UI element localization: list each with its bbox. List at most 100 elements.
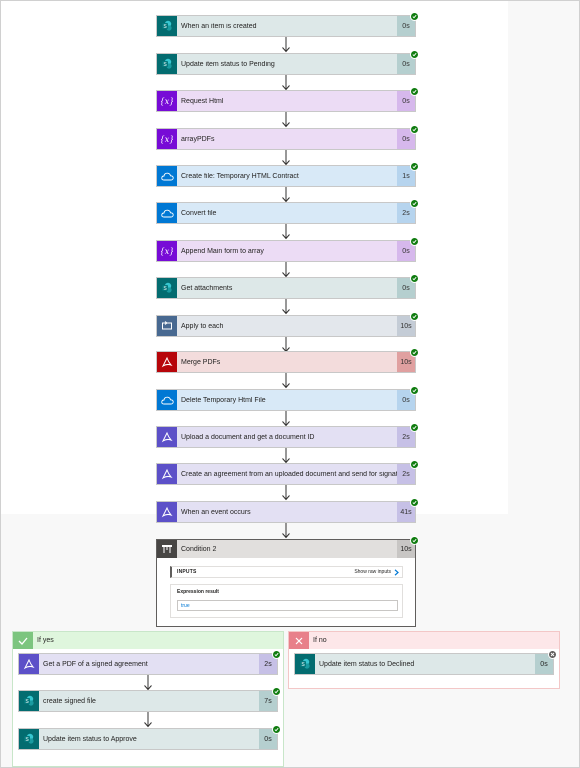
step-duration: 0s xyxy=(397,129,415,149)
step-when-event-occurs[interactable]: When an event occurs 41s xyxy=(156,498,419,523)
expression-result-value: true xyxy=(177,600,398,611)
step-duration: 41s xyxy=(397,502,415,522)
step-label: Get attachments xyxy=(181,284,233,292)
success-check-icon xyxy=(410,237,419,246)
svg-text:S: S xyxy=(163,62,167,68)
show-raw-inputs-label: Show raw inputs xyxy=(354,569,391,575)
step-duration: 10s xyxy=(397,316,415,336)
onedrive-icon xyxy=(157,203,177,223)
connector-arrow-icon xyxy=(282,523,290,539)
step-update-item-declined[interactable]: S Update item status to Declined 0s xyxy=(294,650,557,675)
success-check-icon xyxy=(410,87,419,96)
step-create-signed-file[interactable]: S create signed file 7s xyxy=(18,687,281,712)
loop-icon xyxy=(157,316,177,336)
step-label: Update item status to Approve xyxy=(43,735,137,743)
step-apply-to-each[interactable]: Apply to each 10s xyxy=(156,312,419,337)
step-create-file-temp-html[interactable]: Create file: Temporary HTML Contract 1s xyxy=(156,162,419,187)
success-check-icon xyxy=(410,50,419,59)
success-check-icon xyxy=(410,12,419,21)
skipped-icon xyxy=(548,650,557,659)
inputs-label: INPUTS xyxy=(177,569,197,575)
success-check-icon xyxy=(410,199,419,208)
step-delete-temp-html[interactable]: Delete Temporary Html File 0s xyxy=(156,386,419,411)
step-arraypdfs[interactable]: {x} arrayPDFs 0s xyxy=(156,125,419,150)
step-duration: 2s xyxy=(397,203,415,223)
branch-no-label: If no xyxy=(313,637,327,644)
step-duration: 0s xyxy=(259,729,277,749)
step-append-main-form[interactable]: {x} Append Main form to array 0s xyxy=(156,237,419,262)
svg-text:S: S xyxy=(301,662,305,668)
success-check-icon xyxy=(410,348,419,357)
step-label: Create an agreement from an uploaded doc… xyxy=(181,470,397,478)
step-label: Get a PDF of a signed agreement xyxy=(43,660,148,668)
step-convert-file[interactable]: Convert file 2s xyxy=(156,199,419,224)
branch-no-header[interactable]: If no xyxy=(289,632,559,649)
success-check-icon xyxy=(410,536,419,545)
step-label: Update item status to Pending xyxy=(181,60,275,68)
close-icon xyxy=(289,632,309,649)
step-update-item-approve[interactable]: S Update item status to Approve 0s xyxy=(18,725,281,750)
connector-arrow-icon xyxy=(282,485,290,501)
adobe-pdf-icon xyxy=(157,352,177,372)
connector-arrow-icon xyxy=(282,187,290,203)
step-duration: 0s xyxy=(397,16,415,36)
condition-header[interactable]: Condition 2 10s xyxy=(157,536,419,558)
connector-arrow-icon xyxy=(282,75,290,91)
step-create-agreement[interactable]: Create an agreement from an uploaded doc… xyxy=(156,460,419,485)
step-duration: 0s xyxy=(535,654,553,674)
inputs-section[interactable]: INPUTS Show raw inputs xyxy=(170,566,403,578)
connector-arrow-icon xyxy=(282,37,290,53)
adobe-sign-icon xyxy=(19,654,39,674)
step-duration: 2s xyxy=(397,464,415,484)
onedrive-icon xyxy=(157,390,177,410)
branch-yes-header[interactable]: If yes xyxy=(13,632,283,649)
success-check-icon xyxy=(410,312,419,321)
step-update-item-pending[interactable]: S Update item status to Pending 0s xyxy=(156,50,419,75)
step-duration: 0s xyxy=(397,241,415,261)
connector-arrow-icon xyxy=(282,262,290,278)
success-check-icon xyxy=(410,423,419,432)
show-raw-inputs-link[interactable]: Show raw inputs xyxy=(354,568,402,576)
step-duration: 2s xyxy=(259,654,277,674)
success-check-icon xyxy=(410,162,419,171)
condition-card[interactable]: Condition 2 10s INPUTS Show raw inputs E… xyxy=(156,536,419,627)
step-label: Upload a document and get a document ID xyxy=(181,433,315,441)
connector-arrow-icon xyxy=(282,299,290,315)
step-request-html[interactable]: {x} Request Html 0s xyxy=(156,87,419,112)
step-duration: 0s xyxy=(397,390,415,410)
adobe-sign-icon xyxy=(157,464,177,484)
connector-arrow-icon xyxy=(144,675,152,691)
chevron-right-icon xyxy=(394,568,399,576)
step-label: When an item is created xyxy=(181,22,257,30)
variable-icon: {x} xyxy=(157,241,177,261)
step-label: Apply to each xyxy=(181,322,224,330)
sharepoint-icon: S xyxy=(157,16,177,36)
adobe-sign-icon xyxy=(157,502,177,522)
success-check-icon xyxy=(272,687,281,696)
step-label: Convert file xyxy=(181,209,217,217)
success-check-icon xyxy=(410,274,419,283)
condition-duration: 10s xyxy=(397,540,415,558)
step-merge-pdfs[interactable]: Merge PDFs 10s xyxy=(156,348,419,373)
variable-icon: {x} xyxy=(157,129,177,149)
step-label: Delete Temporary Html File xyxy=(181,396,266,404)
step-get-attachments[interactable]: S Get attachments 0s xyxy=(156,274,419,299)
step-duration: 7s xyxy=(259,691,277,711)
connector-arrow-icon xyxy=(282,150,290,166)
success-check-icon xyxy=(410,386,419,395)
condition-icon xyxy=(157,540,177,558)
svg-text:{x}: {x} xyxy=(161,97,173,106)
connector-arrow-icon xyxy=(282,411,290,427)
step-label: Request Html xyxy=(181,97,224,105)
variable-icon: {x} xyxy=(157,91,177,111)
step-upload-document[interactable]: Upload a document and get a document ID … xyxy=(156,423,419,448)
step-get-signed-pdf[interactable]: Get a PDF of a signed agreement 2s xyxy=(18,650,281,675)
step-label: Update item status to Declined xyxy=(319,660,415,668)
step-label: Create file: Temporary HTML Contract xyxy=(181,172,299,180)
svg-text:S: S xyxy=(163,24,167,30)
step-duration: 0s xyxy=(397,54,415,74)
branch-yes-label: If yes xyxy=(37,637,54,644)
success-check-icon xyxy=(410,460,419,469)
checkmark-icon xyxy=(13,632,33,649)
step-when-item-created[interactable]: S When an item is created 0s xyxy=(156,12,419,37)
